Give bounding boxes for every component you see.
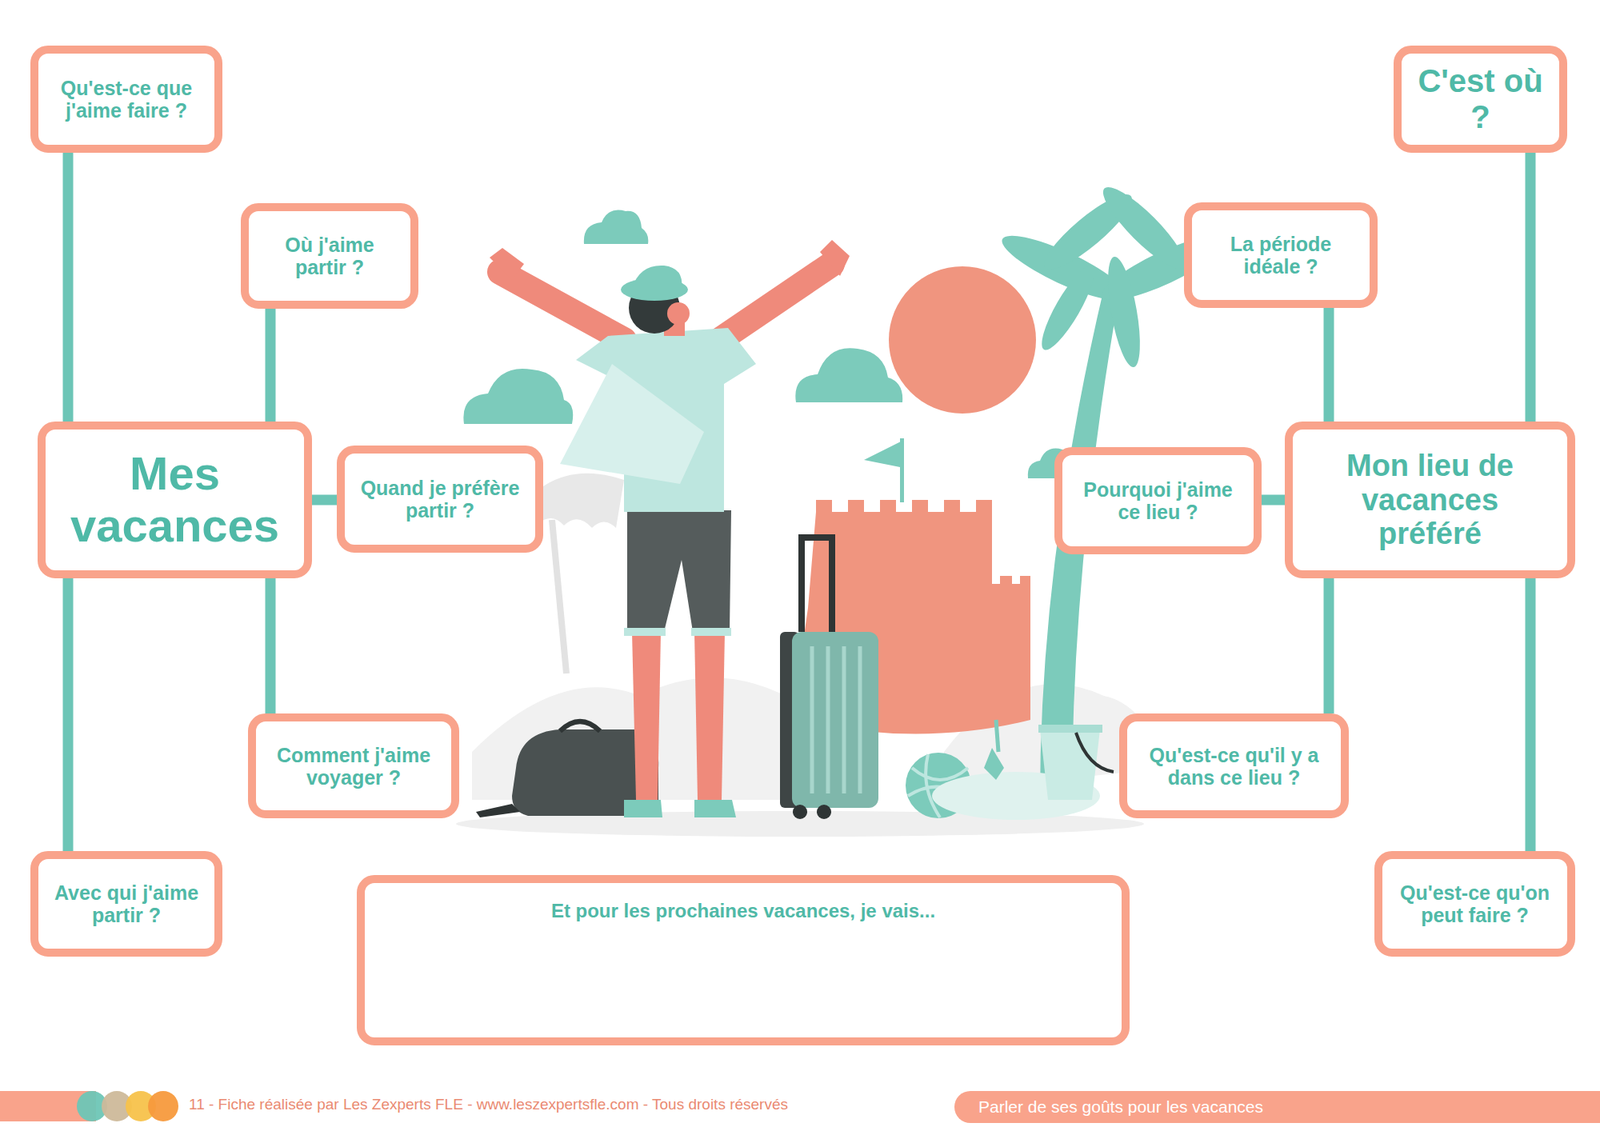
sand-pile-and-bucket xyxy=(1040,729,1100,800)
connector-line xyxy=(1261,495,1285,506)
cloud xyxy=(463,210,1072,479)
connector-line xyxy=(63,578,74,852)
traveller xyxy=(624,800,663,818)
traveller xyxy=(720,264,832,340)
cloud xyxy=(795,348,903,403)
suitcase xyxy=(792,804,808,820)
question-box: Pourquoi j'aime ce lieu ? xyxy=(1054,447,1262,555)
traveller xyxy=(820,240,850,276)
suitcase xyxy=(792,632,879,808)
box-text: Pourquoi j'aime ce lieu ? xyxy=(1072,478,1244,524)
suitcase xyxy=(801,537,832,632)
box-text: Où j'aime partir ? xyxy=(258,233,401,279)
box-text: Et pour les prochaines vacances, je vais… xyxy=(551,900,936,923)
connector-line xyxy=(1324,578,1335,714)
sand-pile-and-bucket xyxy=(984,748,1004,780)
footer-band: Parler de ses goûts pour les vacances xyxy=(954,1091,1600,1124)
suitcase xyxy=(816,804,832,820)
question-box: Qu'est-ce que j'aime faire ? xyxy=(30,45,223,153)
connector-line xyxy=(1324,308,1335,422)
box-text: Avec qui j'aime partir ? xyxy=(48,881,205,927)
box-text: Qu'est-ce qu'il y a dans ce lieu ? xyxy=(1136,744,1332,789)
footer-decoration xyxy=(148,1091,179,1122)
travel-bag xyxy=(476,804,520,818)
traveller xyxy=(627,510,732,632)
answer-box: Et pour les prochaines vacances, je vais… xyxy=(356,875,1130,1046)
question-box: Qu'est-ce qu'on peut faire ? xyxy=(1374,851,1576,957)
question-box: La période idéale ? xyxy=(1184,202,1378,308)
traveller xyxy=(500,272,624,340)
suitcase xyxy=(810,646,815,794)
sand-pile-and-bucket xyxy=(1038,724,1103,733)
sand-castle xyxy=(864,440,904,468)
box-text: Qu'est-ce que j'aime faire ? xyxy=(48,76,205,122)
traveller xyxy=(694,800,736,818)
question-box: Comment j'aime voyager ? xyxy=(248,713,460,819)
box-text: La période idéale ? xyxy=(1201,232,1360,278)
traveller xyxy=(694,632,725,800)
cloud xyxy=(463,210,1072,479)
connector-line xyxy=(312,495,337,506)
traveller xyxy=(667,302,690,325)
traveller xyxy=(624,628,732,636)
question-box: C'est où ? xyxy=(1393,45,1568,153)
cloud xyxy=(584,210,648,244)
cloud xyxy=(463,368,573,424)
topic-box: Mon lieu de vacances préféré xyxy=(1284,421,1576,579)
traveller xyxy=(632,265,682,288)
connector-line xyxy=(1525,578,1536,852)
box-text: C'est où ? xyxy=(1411,63,1550,136)
sun xyxy=(888,266,1036,414)
traveller xyxy=(632,632,661,800)
sand-pile-and-bucket xyxy=(996,720,999,752)
question-box: Quand je préfère partir ? xyxy=(336,445,544,553)
connector-line xyxy=(265,308,276,422)
suitcase xyxy=(780,537,879,820)
beach-umbrella xyxy=(552,520,567,674)
footer-credit: 11 - Fiche réalisée par Les Zexperts FLE… xyxy=(188,1096,788,1114)
sun xyxy=(888,266,1036,414)
box-text: Mes vacances xyxy=(56,448,293,552)
suitcase xyxy=(812,646,860,794)
palm-tree xyxy=(1094,178,1194,278)
suitcase xyxy=(842,646,847,794)
traveller xyxy=(560,364,704,484)
box-text: Mon lieu de vacances préféré xyxy=(1320,448,1540,552)
sand-pile-and-bucket xyxy=(932,720,1114,820)
box-text: Qu'est-ce qu'on peut faire ? xyxy=(1392,881,1558,927)
box-text: Comment j'aime voyager ? xyxy=(265,744,442,789)
box-text: Quand je préfère partir ? xyxy=(354,476,526,522)
question-box: Qu'est-ce qu'il y a dans ce lieu ? xyxy=(1119,713,1349,819)
palm-tree xyxy=(1033,260,1103,356)
question-box: Avec qui j'aime partir ? xyxy=(30,851,223,957)
connector-line xyxy=(63,152,74,422)
band-text: Parler de ses goûts pour les vacances xyxy=(978,1097,1264,1117)
connector-line xyxy=(1525,152,1536,422)
traveller xyxy=(489,248,524,280)
topic-box: Mes vacances xyxy=(37,421,312,579)
suitcase xyxy=(826,646,831,794)
palm-tree xyxy=(1101,254,1147,369)
travel-bag xyxy=(560,721,600,732)
question-box: Où j'aime partir ? xyxy=(240,203,419,309)
sand-pile-and-bucket xyxy=(1076,732,1114,772)
suitcase xyxy=(858,646,863,794)
connector-line xyxy=(265,578,276,714)
